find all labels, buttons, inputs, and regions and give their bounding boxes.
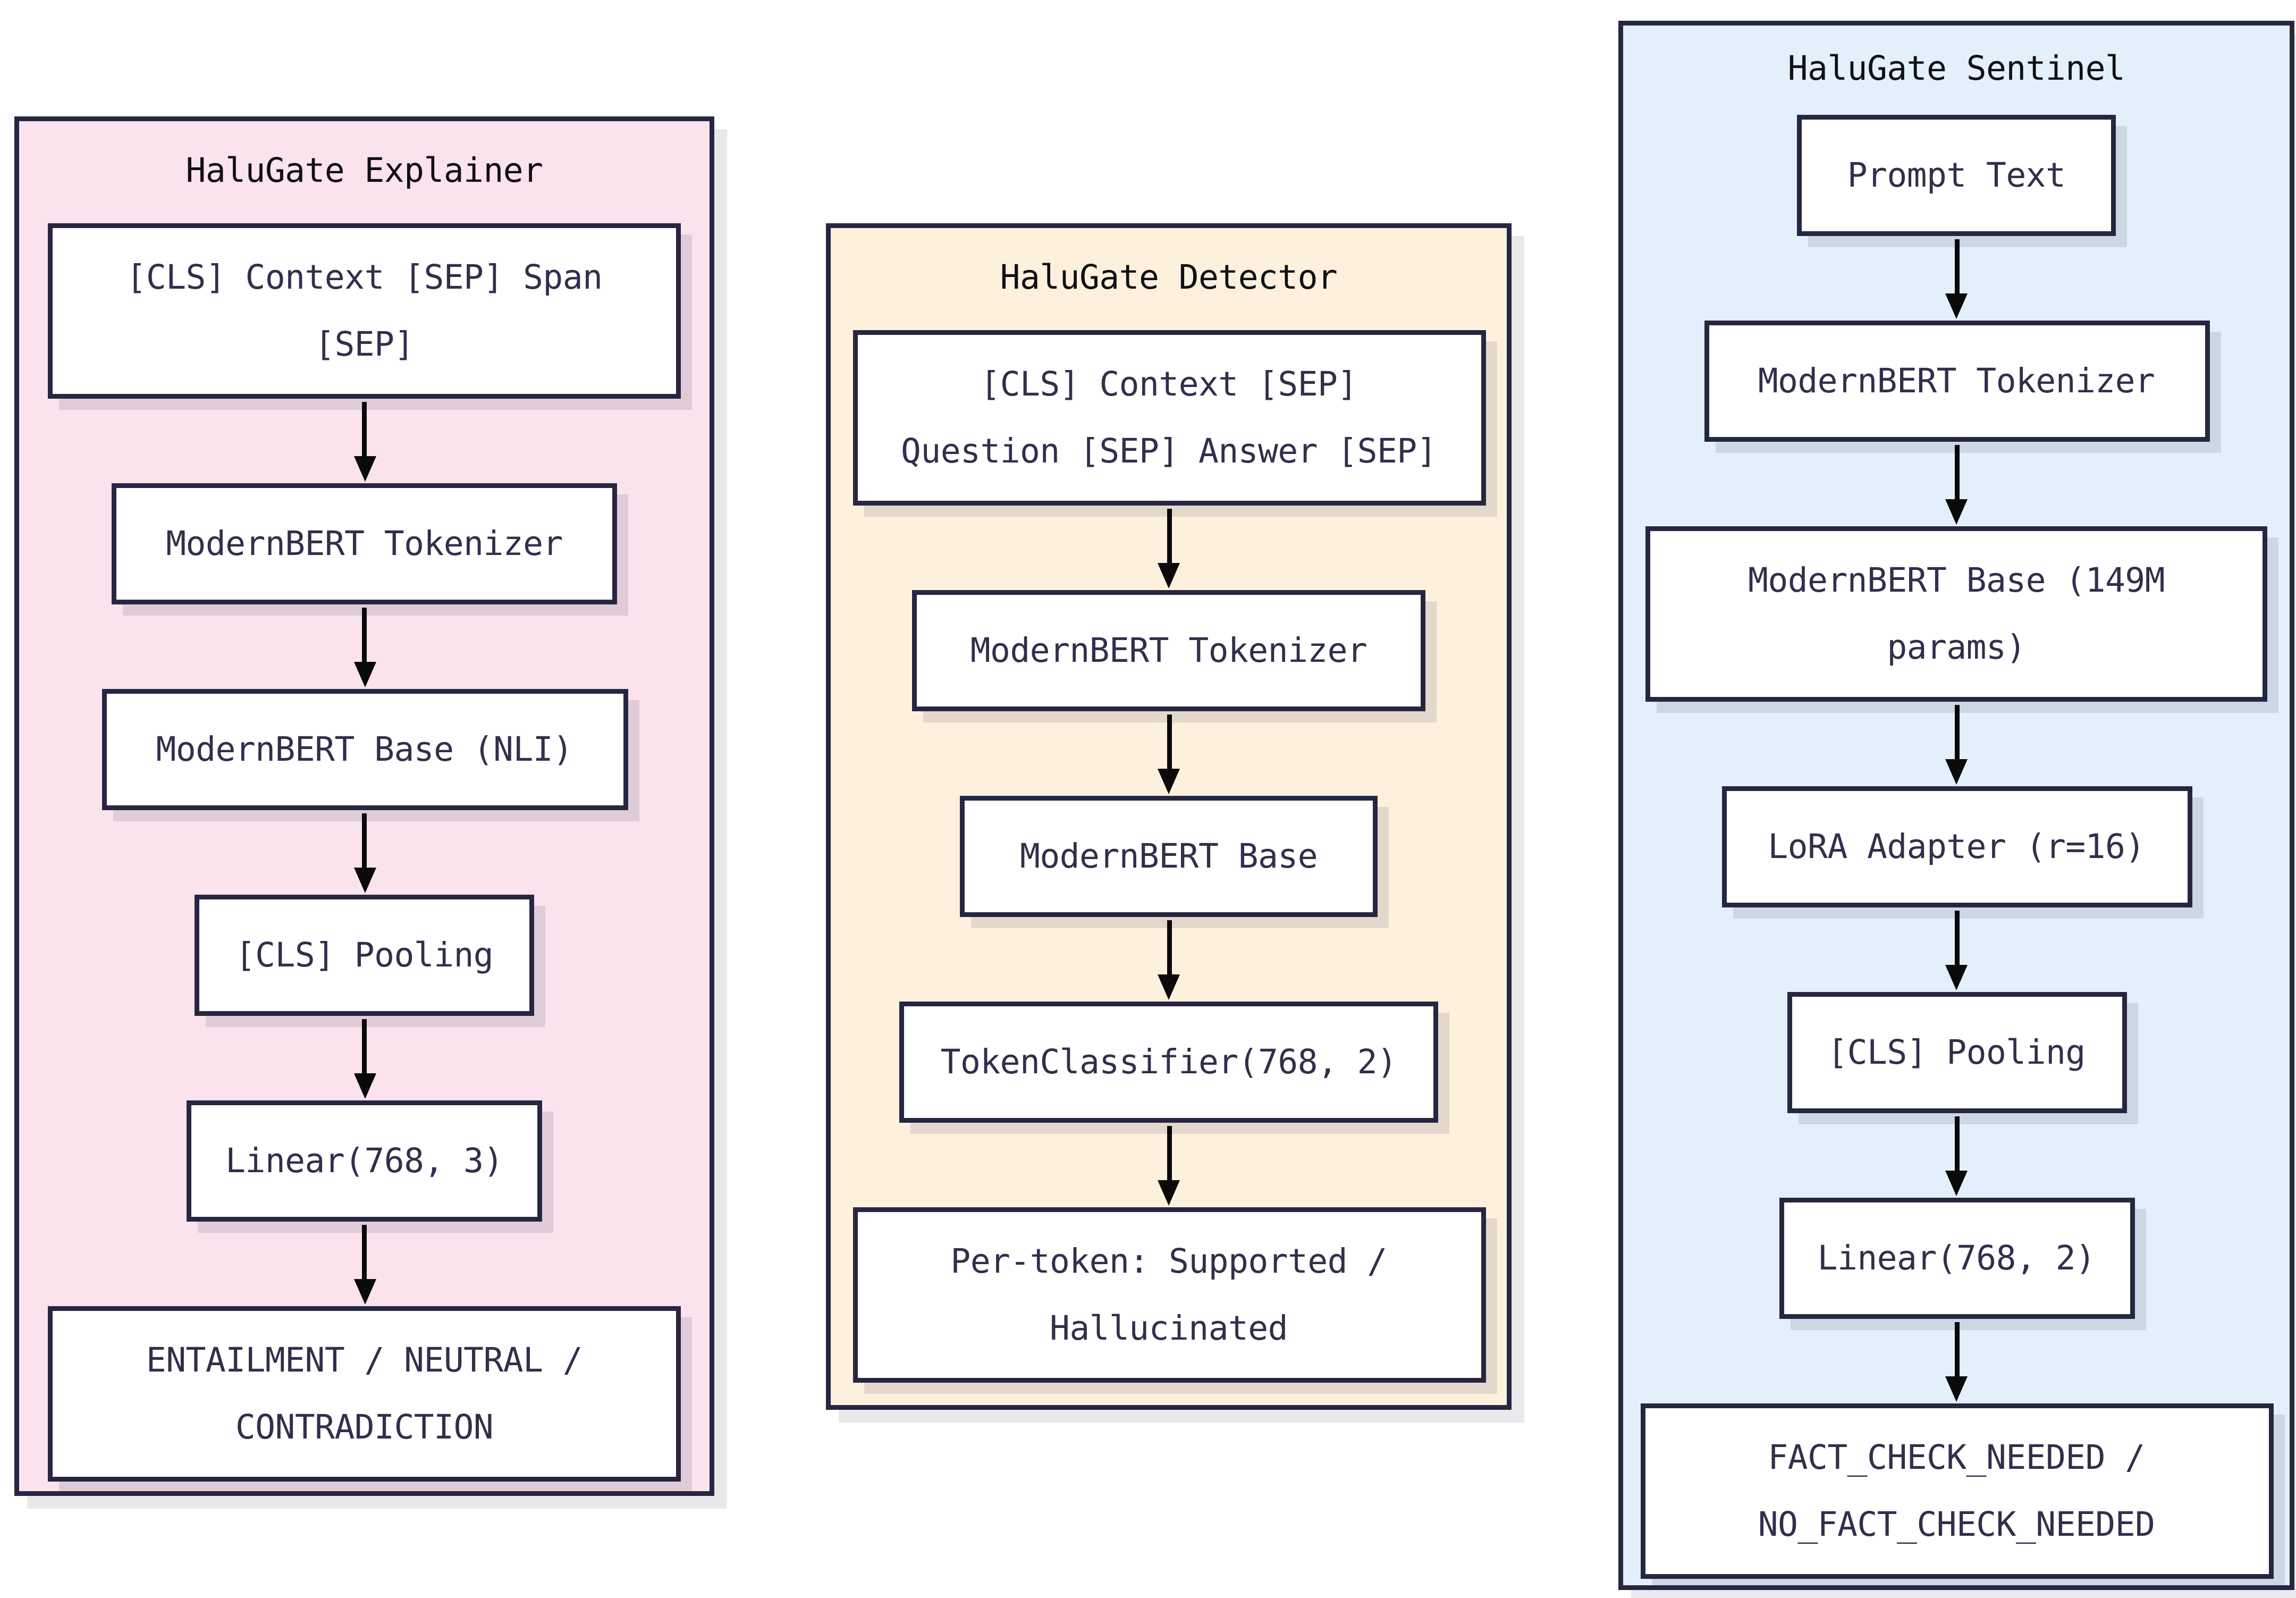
arrow-head bbox=[353, 1279, 376, 1305]
panel-halugate-detector: HaluGate Detector [CLS] Context [SEP] Qu… bbox=[826, 223, 1512, 1410]
arrow-shaft bbox=[362, 813, 367, 868]
arrow-shaft bbox=[1954, 445, 1959, 499]
node-label: Per-token: Supported / Hallucinated bbox=[950, 1242, 1387, 1348]
arrow-down-icon bbox=[1158, 711, 1180, 796]
arrow-shaft bbox=[1954, 705, 1959, 759]
node-input-cls-context-question-answer: [CLS] Context [SEP] Question [SEP] Answe… bbox=[852, 330, 1485, 506]
arrow-down-icon bbox=[1158, 506, 1180, 590]
arrow-head bbox=[1945, 1376, 1968, 1402]
arrow-head bbox=[353, 662, 376, 687]
arrow-down-icon bbox=[1945, 702, 1968, 786]
arrow-head bbox=[1945, 1171, 1968, 1196]
panel-halugate-sentinel: HaluGate Sentinel Prompt Text ModernBERT… bbox=[1618, 21, 2294, 1590]
arrow-head bbox=[1945, 293, 1968, 319]
node-output-fact-check-needed: FACT_CHECK_NEEDED / NO_FACT_CHECK_NEEDED bbox=[1640, 1403, 2273, 1579]
arrow-down-icon bbox=[1945, 907, 1968, 992]
node-label: ModernBERT Base bbox=[1020, 837, 1318, 876]
arrow-shaft bbox=[1954, 1322, 1959, 1376]
node-cls-pooling: [CLS] Pooling bbox=[195, 895, 534, 1016]
arrow-down-icon bbox=[1945, 1319, 1968, 1403]
node-label: Linear(768, 3) bbox=[225, 1142, 503, 1180]
arrow-head bbox=[353, 1073, 376, 1099]
arrow-shaft bbox=[1166, 509, 1171, 563]
arrow-shaft bbox=[1954, 911, 1959, 965]
arrow-head bbox=[1158, 1180, 1180, 1206]
node-modernbert-base-149m-params: ModernBERT Base (149M params) bbox=[1645, 526, 2267, 702]
node-output-entailment-neutral-contradiction: ENTAILMENT / NEUTRAL / CONTRADICTION bbox=[48, 1306, 681, 1482]
node-label: ENTAILMENT / NEUTRAL / CONTRADICTION bbox=[146, 1341, 583, 1446]
arrow-shaft bbox=[1166, 920, 1171, 974]
arrow-shaft bbox=[1166, 1126, 1171, 1180]
arrow-shaft bbox=[362, 1225, 367, 1279]
node-modernbert-tokenizer: ModernBERT Tokenizer bbox=[912, 590, 1425, 711]
node-label: ModernBERT Base (NLI) bbox=[156, 730, 573, 769]
node-label: ModernBERT Tokenizer bbox=[166, 525, 563, 563]
panel-title-explainer: HaluGate Explainer bbox=[185, 152, 544, 190]
arrow-shaft bbox=[362, 608, 367, 662]
panel-halugate-explainer: HaluGate Explainer [CLS] Context [SEP] S… bbox=[14, 116, 714, 1496]
node-label: ModernBERT Tokenizer bbox=[1758, 362, 2155, 400]
arrow-head bbox=[353, 456, 376, 482]
node-label: Linear(768, 2) bbox=[1817, 1239, 2096, 1277]
arrow-shaft bbox=[1166, 714, 1171, 769]
node-label: [CLS] Pooling bbox=[235, 936, 494, 974]
panel-title-detector: HaluGate Detector bbox=[1000, 258, 1338, 297]
node-input-cls-context-sep-span: [CLS] Context [SEP] Span [SEP] bbox=[48, 223, 681, 399]
arrow-head bbox=[1158, 974, 1180, 1000]
arrow-down-icon bbox=[1945, 236, 1968, 321]
arrow-down-icon bbox=[1945, 1113, 1968, 1198]
node-output-per-token-supported-hallucinated: Per-token: Supported / Hallucinated bbox=[852, 1207, 1485, 1383]
node-label: [CLS] Context [SEP] Span [SEP] bbox=[126, 258, 603, 364]
node-modernbert-tokenizer: ModernBERT Tokenizer bbox=[112, 483, 617, 604]
arrow-head bbox=[1945, 499, 1968, 525]
node-label: FACT_CHECK_NEEDED / NO_FACT_CHECK_NEEDED bbox=[1758, 1439, 2155, 1544]
node-lora-adapter-r16: LoRA Adapter (r=16) bbox=[1721, 786, 2192, 907]
node-tokenclassifier-768-2: TokenClassifier(768, 2) bbox=[899, 1002, 1438, 1123]
node-prompt-text: Prompt Text bbox=[1797, 115, 2116, 236]
node-linear-768-2: Linear(768, 2) bbox=[1778, 1198, 2134, 1319]
node-modernbert-tokenizer: ModernBERT Tokenizer bbox=[1703, 321, 2209, 442]
node-cls-pooling: [CLS] Pooling bbox=[1786, 992, 2126, 1113]
node-modernbert-base-nli: ModernBERT Base (NLI) bbox=[101, 689, 628, 810]
node-label: [CLS] Pooling bbox=[1827, 1033, 2086, 1072]
arrow-down-icon bbox=[353, 1016, 376, 1100]
arrow-head bbox=[1945, 759, 1968, 785]
arrow-shaft bbox=[362, 402, 367, 456]
arrow-shaft bbox=[1954, 239, 1959, 293]
panel-title-sentinel: HaluGate Sentinel bbox=[1787, 49, 2125, 88]
arrow-down-icon bbox=[353, 604, 376, 689]
arrow-down-icon bbox=[1945, 442, 1968, 526]
arrow-down-icon bbox=[353, 1222, 376, 1306]
arrow-shaft bbox=[1954, 1116, 1959, 1171]
node-label: ModernBERT Base (149M params) bbox=[1748, 561, 2165, 667]
node-label: Prompt Text bbox=[1847, 156, 2066, 195]
node-linear-768-3: Linear(768, 3) bbox=[187, 1100, 542, 1222]
node-label: TokenClassifier(768, 2) bbox=[940, 1043, 1397, 1081]
arrow-down-icon bbox=[1158, 1123, 1180, 1207]
arrow-shaft bbox=[362, 1019, 367, 1073]
arrow-head bbox=[1158, 769, 1180, 794]
node-label: [CLS] Context [SEP] Question [SEP] Answe… bbox=[901, 365, 1437, 470]
arrow-head bbox=[1158, 563, 1180, 588]
node-label: LoRA Adapter (r=16) bbox=[1768, 828, 2145, 866]
node-modernbert-base: ModernBERT Base bbox=[960, 796, 1378, 917]
arrow-head bbox=[1945, 965, 1968, 990]
arrow-down-icon bbox=[353, 810, 376, 895]
node-label: ModernBERT Tokenizer bbox=[970, 632, 1368, 670]
arrow-down-icon bbox=[353, 399, 376, 483]
arrow-down-icon bbox=[1158, 917, 1180, 1002]
arrow-head bbox=[353, 868, 376, 893]
